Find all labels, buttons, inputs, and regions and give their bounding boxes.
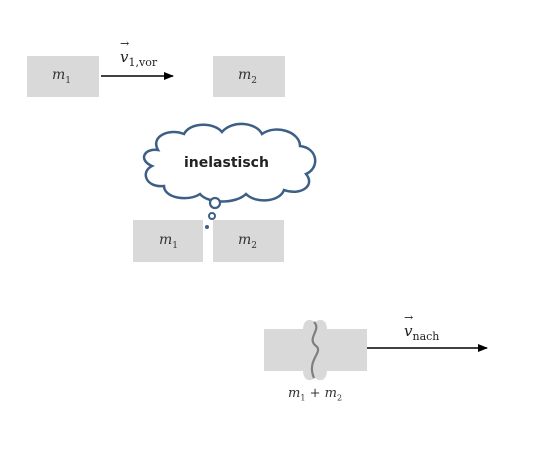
mass-label-m1-before: m1 [52,67,72,86]
combined-mass-block [264,329,367,371]
combined-mass-label: m1 + m2 [288,386,343,403]
mass-label-m2-before: m2 [238,67,258,86]
mass-block-m2-collision [213,220,284,262]
mass-block-m1-before [27,56,99,97]
thought-text: inelastisch [184,155,269,171]
velocity-label-before: →v1,vor [120,37,158,69]
thought-bubble-large [208,196,222,210]
mass-label-m1-collision: m1 [159,232,179,251]
mass-block-m1-collision [133,220,203,262]
joint-bump-bottom [303,370,327,381]
thought-bubble-medium [208,212,216,220]
deformation-line [310,321,320,379]
thought-bubble-small [205,225,209,229]
thought-cloud [142,122,317,203]
velocity-label-after: →vnach [404,311,440,343]
mass-label-m2-collision: m2 [238,232,258,251]
mass-block-m2-before [213,56,285,97]
